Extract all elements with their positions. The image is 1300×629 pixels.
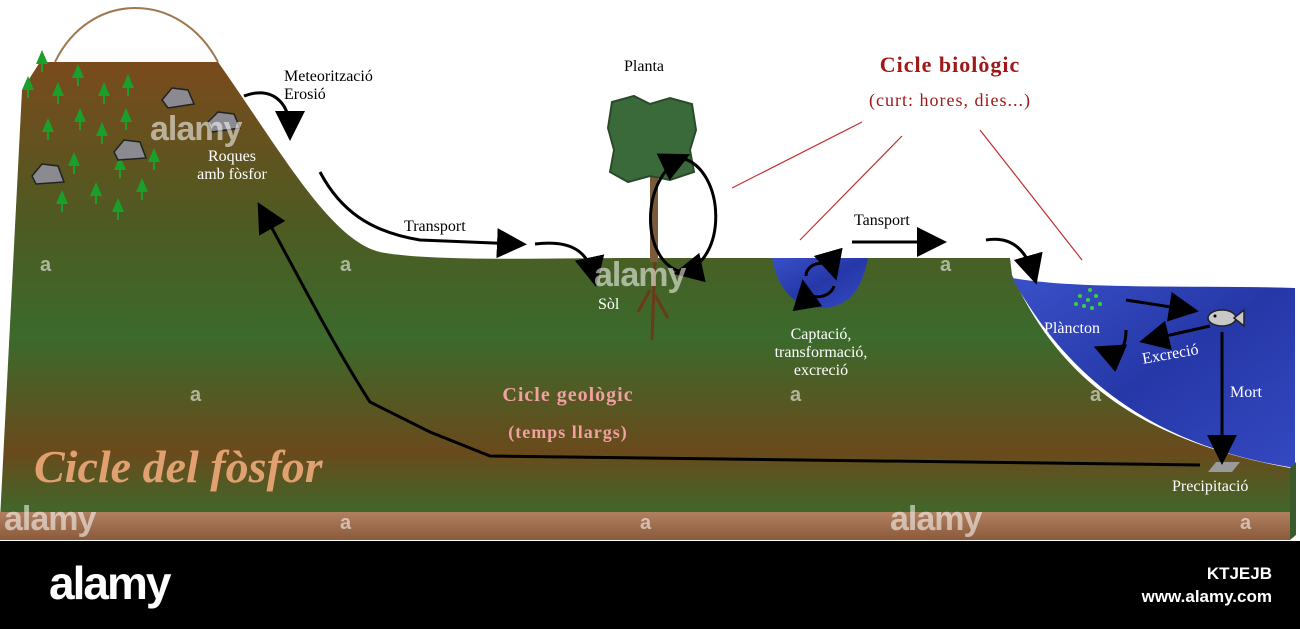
label-death: Mort	[1230, 384, 1262, 401]
watermark-footer-bar	[0, 541, 1300, 629]
pine-tree-icon	[148, 148, 160, 170]
rock-icon	[207, 111, 242, 133]
watermark-logo: alamy	[4, 500, 96, 538]
rock-group	[31, 87, 242, 185]
label-transport-land: Transport	[404, 218, 466, 235]
label-weathering: Meteorització Erosió	[284, 68, 373, 104]
tree-roots	[636, 259, 670, 341]
pine-tree-icon	[98, 82, 110, 104]
plant-cycle-arrow-up	[649, 153, 691, 274]
bio-cycle-connectors	[731, 121, 1083, 261]
geological-cycle-subtitle: (temps llargs)	[508, 422, 628, 442]
plankton-loop-arrow	[1093, 329, 1128, 373]
diagram-main-title: Cicle del fòsfor	[34, 441, 323, 492]
label-transport-water: Tansport	[854, 212, 910, 229]
pine-tree-icon	[68, 152, 80, 174]
pine-tree-icon	[112, 198, 124, 220]
watermark-mark: a	[1240, 254, 1252, 276]
watermark-mark: a	[940, 254, 952, 276]
pine-tree-icon	[136, 178, 148, 200]
pine-tree-icon	[56, 190, 68, 212]
pine-tree-icon	[122, 74, 134, 96]
label-weathering-line1: Meteorització	[284, 68, 373, 85]
watermark-logo: alamy	[890, 500, 982, 538]
geological-cycle-title: Cicle geològic	[502, 384, 634, 406]
sea-arrow	[985, 237, 1043, 285]
label-soil: Sòl	[598, 296, 620, 313]
pine-tree-icon	[72, 64, 84, 86]
pine-tree-icon	[114, 156, 126, 178]
label-uptake: Captació, transformació, excreció	[742, 326, 900, 380]
footer-logo: alamy	[49, 557, 171, 609]
pond-cycle-arrow-a	[804, 247, 843, 281]
pine-tree-icon	[96, 122, 108, 144]
cycle-arrows	[243, 91, 1237, 467]
label-uptake-line3: excreció	[793, 362, 849, 379]
pine-tree-icon	[42, 118, 54, 140]
fish-excretion-arrow	[1139, 320, 1211, 351]
biological-cycle-title: Cicle biològic	[879, 52, 1021, 77]
mountain-arc	[54, 7, 219, 63]
rock-icon	[31, 163, 66, 185]
footer-url: www.alamy.com	[1141, 587, 1272, 606]
ground-body	[0, 62, 1290, 520]
label-rocks-line2: amb fòsfor	[197, 166, 267, 183]
weathering-arrow	[243, 91, 305, 141]
label-plankton: Plàncton	[1044, 320, 1100, 337]
watermark-mark: a	[340, 512, 352, 534]
rock-icon	[113, 139, 148, 161]
soil-arrow	[534, 241, 605, 287]
label-weathering-line2: Erosió	[284, 86, 326, 103]
plankton-to-fish-arrow	[1125, 291, 1199, 322]
pine-tree-icon	[120, 108, 132, 130]
ground-right-face	[1290, 462, 1296, 540]
label-uptake-line1: Captació,	[790, 326, 852, 343]
rock-icon	[161, 87, 196, 109]
pine-tree-group	[22, 50, 160, 220]
pine-tree-icon	[52, 82, 64, 104]
pine-tree-icon	[74, 108, 86, 130]
transport-arrow	[318, 171, 527, 259]
tree-crown	[606, 94, 698, 184]
watermark-mark: a	[640, 512, 652, 534]
pine-tree-icon	[90, 182, 102, 204]
plant-cycle-arrow-down	[673, 156, 718, 283]
pond-cycle-arrow-b	[792, 279, 836, 312]
fish-icon	[1207, 308, 1245, 328]
watermark-mark: a	[340, 254, 352, 276]
label-uptake-line2: transformació,	[774, 344, 868, 361]
label-rocks-line1: Roques	[208, 148, 256, 165]
label-plant: Planta	[624, 58, 664, 75]
watermark-mark: a	[790, 384, 802, 406]
watermark-mark: a	[1090, 384, 1102, 406]
pine-tree-icon	[36, 50, 48, 72]
pine-tree-icon	[22, 76, 34, 98]
label-rocks: Roques amb fòsfor	[176, 148, 288, 184]
ground-front-face	[0, 512, 1290, 540]
watermark-mark: a	[190, 384, 202, 406]
tree-trunk	[650, 170, 658, 262]
biological-cycle-subtitle: (curt: hores, dies...)	[869, 90, 1031, 110]
diagram-canvas	[0, 7, 1296, 540]
watermark-logo: alamy	[594, 256, 686, 294]
watermark-mark: a	[40, 254, 52, 276]
label-precipitation: Precipitació	[1172, 478, 1249, 495]
geological-return-arrow	[257, 202, 1201, 467]
footer-image-id: KTJEJB	[1206, 564, 1272, 583]
plankton-icon	[1074, 288, 1102, 310]
watermark-logo: alamy	[150, 110, 242, 148]
watermark-mark: a	[1240, 512, 1252, 534]
